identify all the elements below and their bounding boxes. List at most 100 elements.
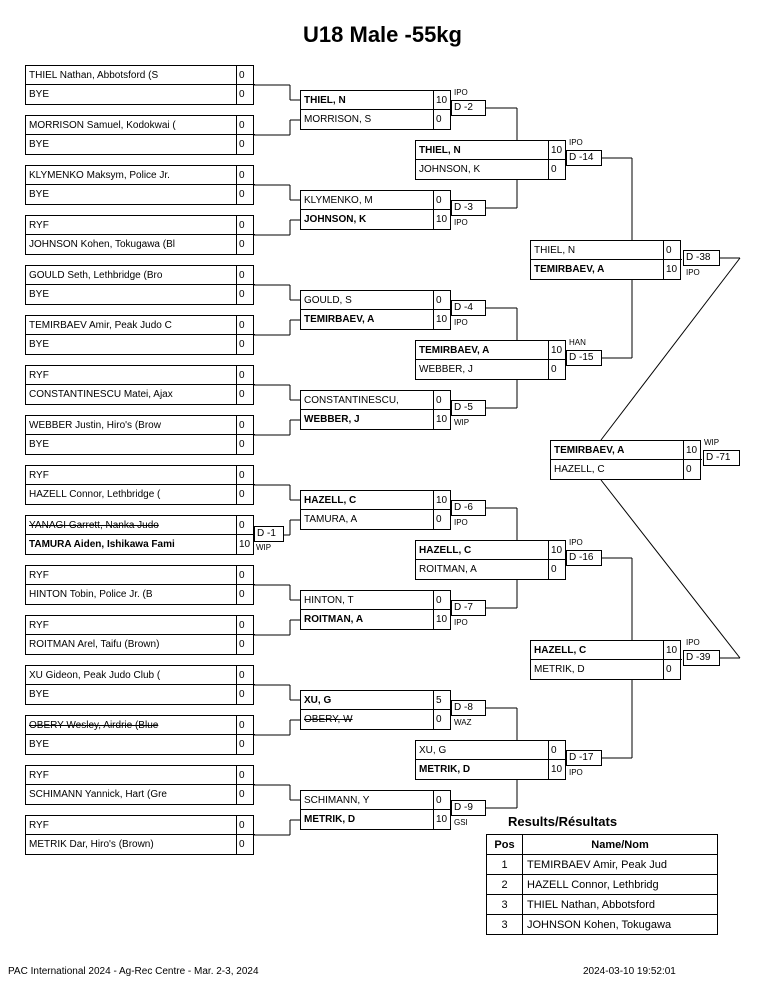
competitor-score: 0 [236,616,255,635]
competitor-name: METRIK, D [419,764,471,775]
competitor-score: 10 [548,760,567,779]
competitor-name: THIEL, N [301,91,433,110]
competitor-score: 0 [433,110,452,129]
competitor-score: 0 [433,591,452,610]
results-name: JOHNSON Kohen, Tokugawa [522,914,718,935]
competitor-score: 0 [236,266,255,285]
results-table: Pos Name/Nom 1 TEMIRBAEV Amir, Peak Jud … [486,834,718,935]
results-name: TEMIRBAEV Amir, Peak Jud [522,854,718,875]
competitor-score: 10 [548,541,567,560]
competitor-score: 10 [433,91,452,110]
competitor-score: 0 [236,685,255,704]
competitor-score: 0 [236,635,255,654]
competitor-name: OBERY, W [304,714,353,725]
match-result-tag: WIP [256,543,272,552]
competitor-score: 0 [663,241,682,260]
competitor-score: 0 [236,116,255,135]
competitor-name: RYF [26,766,236,785]
competitor-score: 0 [236,285,255,304]
competitor-score: 0 [236,816,255,835]
competitor-name: TEMIRBAEV, A [416,341,548,360]
competitor-score: 0 [548,560,567,579]
competitor-name: WEBBER, J [304,414,360,425]
competitor-score: 0 [236,366,255,385]
match-result-tag: GSI [454,818,468,827]
competitor-score: 0 [433,791,452,810]
match-number: D -7 [451,600,486,616]
competitor-score: 10 [548,341,567,360]
competitor-name: RYF [26,216,236,235]
results-header-row: Pos Name/Nom [486,834,718,855]
competitor-name: RYF [26,616,236,635]
results-header-pos: Pos [486,834,523,855]
competitor-score: 0 [236,166,255,185]
competitor-name: JOHNSON, K [304,214,367,225]
match-number: D -2 [451,100,486,116]
competitor-score: 0 [548,160,567,179]
competitor-name: METRIK Dar, Hiro's (Brown) [29,839,154,850]
results-row: 2 HAZELL Connor, Lethbridg [486,874,718,895]
match-result-tag: IPO [569,768,583,777]
results-pos: 1 [486,854,523,875]
competitor-name: METRIK, D [534,664,585,675]
competitor-name: RYF [26,566,236,585]
competitor-name: BYE [29,139,50,150]
match-number: D -17 [566,750,602,766]
competitor-score: 0 [236,335,255,354]
competitor-name: CONSTANTINESCU Matei, Ajax [29,389,173,400]
competitor-name: THIEL, N [416,141,548,160]
competitor-name: HAZELL, C [416,541,548,560]
competitor-score: 10 [433,310,452,329]
results-name: THIEL Nathan, Abbotsford [522,894,718,915]
competitor-name: WEBBER Justin, Hiro's (Brow [26,416,236,435]
footer-event: PAC International 2024 - Ag-Rec Centre -… [8,966,259,977]
competitor-name: TEMIRBAEV Amir, Peak Judo C [26,316,236,335]
results-pos: 3 [486,914,523,935]
results-pos: 3 [486,894,523,915]
match-result-tag: IPO [686,638,700,647]
competitor-score: 10 [663,260,682,279]
competitor-score: 0 [236,835,255,854]
footer-timestamp: 2024-03-10 19:52:01 [583,966,676,977]
competitor-score: 0 [236,135,255,154]
competitor-score: 0 [236,766,255,785]
results-title: Results/Résultats [508,814,618,829]
match-number: D -4 [451,300,486,316]
competitor-score: 10 [548,141,567,160]
competitor-name: HAZELL, C [531,641,663,660]
match-number: D -5 [451,400,486,416]
competitor-score: 0 [433,510,452,529]
competitor-score: 0 [236,485,255,504]
competitor-name: HAZELL Connor, Lethbridge ( [29,489,161,500]
competitor-score: 0 [236,185,255,204]
competitor-name: BYE [29,439,50,450]
competitor-score: 0 [236,666,255,685]
competitor-score: 0 [236,416,255,435]
match-number: D -71 [703,450,740,466]
competitor-score: 10 [236,535,255,554]
competitor-score: 0 [236,385,255,404]
match-number: D -14 [566,150,602,166]
bracket-connector [600,257,741,441]
match-result-tag: IPO [454,518,468,527]
results-pos: 2 [486,874,523,895]
competitor-score: 0 [236,216,255,235]
match-result-tag: IPO [454,218,468,227]
match-result-tag: HAN [569,338,586,347]
competitor-name: THIEL, N [531,241,663,260]
page-title: U18 Male -55kg [303,22,462,47]
competitor-name: RYF [26,466,236,485]
results-header-name: Name/Nom [522,834,718,855]
results-row: 1 TEMIRBAEV Amir, Peak Jud [486,854,718,875]
